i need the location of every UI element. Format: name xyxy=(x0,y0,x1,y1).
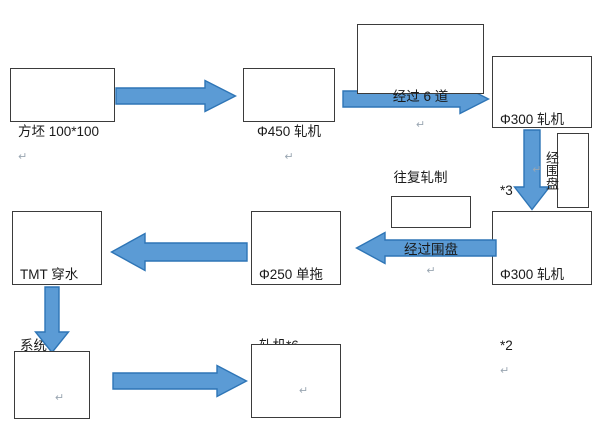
pilcrow-mark: ↵ xyxy=(54,392,65,404)
mill-250-single-drag-box[interactable]: Φ250 单拖 轧机*6↵ xyxy=(251,211,341,377)
billet-box[interactable]: 方坯 100*100 ↵ xyxy=(10,68,115,163)
note-six-pass-line-2: 往复轧制 xyxy=(393,170,448,185)
note-six-pass-line-1: 经过 6 道 xyxy=(392,89,449,104)
arrow-mill250-to-tmt xyxy=(110,232,248,272)
tmt-water-cooling-box[interactable]: TMT 穿水 系统↵ xyxy=(12,211,102,377)
mill-300-x2-line-1: Φ300 轧机 xyxy=(500,267,565,283)
pilcrow-mark: ↵ xyxy=(284,150,294,163)
mill-300-x3-line-1: Φ300 轧机 xyxy=(500,112,565,128)
note-through-looper-vertical-line-1: 经围盘 xyxy=(543,151,559,190)
pilcrow-mark: ↵ xyxy=(298,385,309,397)
collection-box[interactable]: ↵ 收集↵ xyxy=(251,344,341,418)
note-through-looper-line-1: 经过围盘 xyxy=(404,242,458,258)
arrow-billet-to-mill450 xyxy=(115,79,237,113)
mill-250-line-1: Φ250 单拖 xyxy=(259,267,324,283)
pilcrow-mark: ↵ xyxy=(415,119,426,131)
note-through-looper-box[interactable]: 经过围盘 ↵ xyxy=(391,196,471,277)
arrow-tmt-to-cooling-bed xyxy=(34,286,72,354)
cooling-bed-box[interactable]: ↵ 冷床↵ xyxy=(14,351,90,419)
arrow-mill300x2-to-mill250 xyxy=(355,231,497,265)
mill-300-x2-line-2: *2 xyxy=(500,338,513,354)
billet-box-line-1: 方坯 100*100 xyxy=(18,124,100,140)
tmt-line-1: TMT 穿水 xyxy=(20,267,79,283)
note-through-looper-vertical-box[interactable]: 经围盘↵ xyxy=(532,133,589,208)
arrow-mill300x3-to-mill300x2 xyxy=(513,129,551,211)
mill-450-box[interactable]: Φ450 轧机 ↵ xyxy=(243,68,335,163)
note-six-pass-box[interactable]: 经过 6 道↵ 往复轧制↵ xyxy=(357,24,484,212)
mill-300-x3-line-2: *3 xyxy=(500,183,513,199)
pilcrow-mark: ↵ xyxy=(532,163,542,176)
arrow-cooling-bed-to-collection xyxy=(112,364,248,398)
pilcrow-mark: ↵ xyxy=(18,150,28,163)
tmt-line-2: 系统 xyxy=(20,338,47,354)
pilcrow-mark: ↵ xyxy=(426,264,436,277)
mill-300-x3-box[interactable]: Φ300 轧机 *3 ↵ xyxy=(492,56,592,222)
pilcrow-mark: ↵ xyxy=(500,364,510,377)
mill-300-x2-box[interactable]: Φ300 轧机 *2 ↵ xyxy=(492,211,592,377)
mill-450-box-line-1: Φ450 轧机 xyxy=(256,124,322,140)
